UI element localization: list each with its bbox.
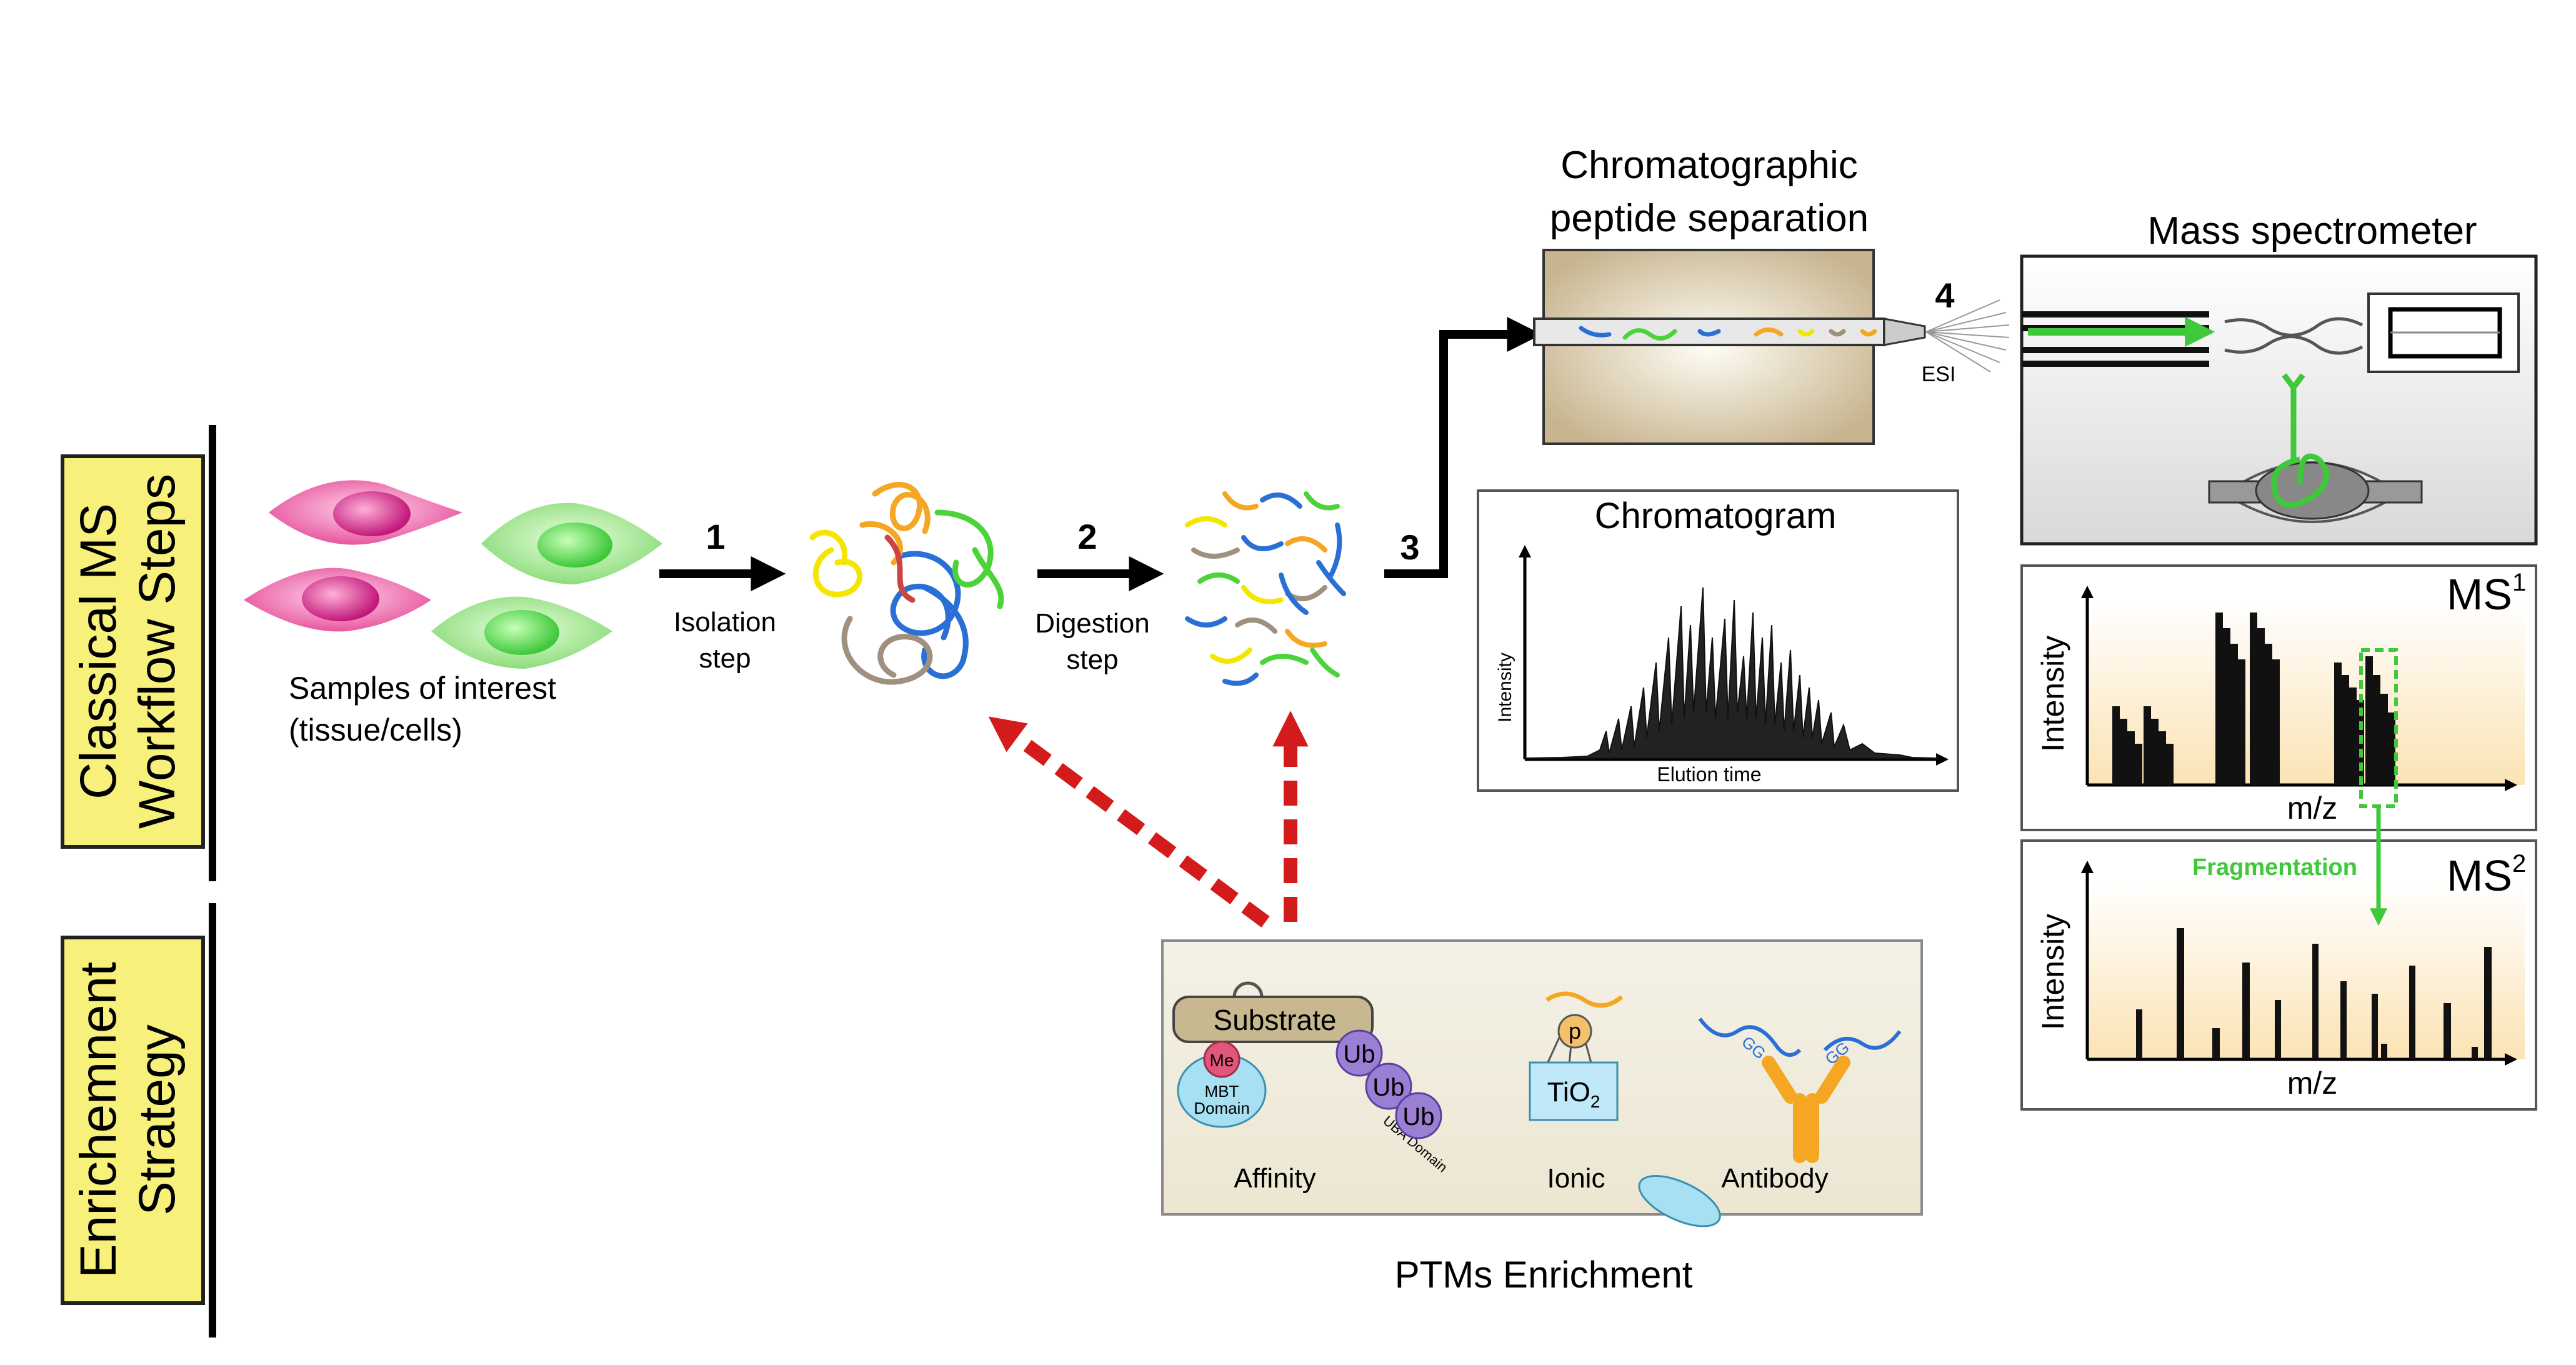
workflow-label-line2: Workflow Steps xyxy=(129,474,186,829)
enrichment-side-label: Enrichemnent Strategy xyxy=(61,903,216,1338)
tio2-main: TiO xyxy=(1547,1077,1590,1108)
antibody-label: Antibody xyxy=(1721,1163,1828,1194)
substrate-label: Substrate xyxy=(1214,1004,1337,1036)
step1-label-2: step xyxy=(699,643,751,674)
fragmentation-label: Fragmentation xyxy=(2192,854,2357,881)
ub-label-1: Ub xyxy=(1343,1041,1375,1068)
step2-arrow: 2 Digestion step xyxy=(1035,517,1164,675)
ms2-ylabel: Intensity xyxy=(2035,914,2070,1030)
step4-number: 4 xyxy=(1935,276,1954,315)
pink-cell-1 xyxy=(269,480,462,545)
ub-label-3: Ub xyxy=(1402,1103,1434,1131)
ms1-xlabel: m/z xyxy=(2287,791,2338,826)
workflow-side-label: Classical MS Workflow Steps xyxy=(61,425,216,881)
ptm-enrichment-title: PTMs Enrichment xyxy=(1395,1254,1693,1296)
green-cell-2 xyxy=(431,596,612,669)
step1-number: 1 xyxy=(706,517,725,556)
chromatogram-trace xyxy=(1524,587,1938,759)
mass-spectrometer: Mass spectrometer xyxy=(2020,209,2538,546)
tio2-sub: 2 xyxy=(1590,1092,1600,1111)
step2-label-1: Digestion xyxy=(1035,608,1149,639)
affinity-label: Affinity xyxy=(1234,1163,1315,1194)
phospho-label: p xyxy=(1569,1018,1581,1044)
mass-spec-title: Mass spectrometer xyxy=(2147,209,2477,252)
workflow-label-line1: Classical MS xyxy=(70,503,127,799)
ms2-label-main: MS xyxy=(2447,851,2512,900)
mbt-label-1: MBT xyxy=(1205,1082,1239,1101)
ms2-label: MS2 xyxy=(2447,850,2526,900)
step3-number: 3 xyxy=(1400,528,1419,567)
ms2-xlabel: m/z xyxy=(2287,1066,2338,1101)
step2-label-2: step xyxy=(1066,644,1118,675)
ionic-illustration: p TiO2 Ionic xyxy=(1529,991,1624,1194)
ptm-enrichment-panel: Substrate Me MBT Domain UBA Domain Ub Ub… xyxy=(1161,939,1923,1228)
step1-label-1: Isolation xyxy=(674,607,776,638)
chromatography-title-1: Chromatographic xyxy=(1560,144,1858,187)
samples-caption-1: Samples of interest xyxy=(289,671,556,706)
enrichment-arrows xyxy=(988,711,1309,928)
step3-arrow: 3 xyxy=(1384,317,1542,578)
mbt-label-2: Domain xyxy=(1194,1099,1250,1118)
cells-illustration: Samples of interest (tissue/cells) xyxy=(244,480,662,748)
ms1-label-sup: 1 xyxy=(2512,569,2526,596)
ms1-peaks xyxy=(2112,612,2395,785)
ms2-label-sup: 2 xyxy=(2512,850,2526,878)
protein-tangle xyxy=(809,482,1004,685)
step2-number: 2 xyxy=(1077,517,1097,556)
ms1-panel: MS1 Intensity m/z xyxy=(2020,564,2537,831)
ms1-ylabel: Intensity xyxy=(2035,636,2070,752)
affinity-illustration: Substrate Me MBT Domain UBA Domain Ub Ub… xyxy=(1172,981,1721,1228)
ms1-label-main: MS xyxy=(2447,570,2512,619)
tio2-label: TiO2 xyxy=(1547,1077,1600,1111)
esi-label: ESI xyxy=(1922,362,1956,386)
chromatogram-panel: Chromatogram Intensity Elution time xyxy=(1477,489,1959,792)
chromatography-column: Chromatographic peptide separation 4 ESI xyxy=(1533,144,2010,445)
me-label: Me xyxy=(1210,1051,1234,1070)
ms2-peaks xyxy=(2136,928,2492,1059)
green-cell-1 xyxy=(481,502,662,584)
enrichment-label-line1: Enrichemnent xyxy=(70,962,127,1278)
ms2-panel: MS2 Intensity m/z Fragmentation xyxy=(2020,806,2537,1111)
enrichment-label-line2: Strategy xyxy=(129,1024,186,1215)
chromatogram-title: Chromatogram xyxy=(1595,496,1837,536)
pink-cell-2 xyxy=(244,568,431,632)
ub-label-2: Ub xyxy=(1372,1074,1404,1101)
chromatogram-ylabel: Intensity xyxy=(1495,652,1515,722)
chromatogram-xlabel: Elution time xyxy=(1657,763,1761,786)
peptide-fragments xyxy=(1185,491,1346,686)
chromatography-title-2: peptide separation xyxy=(1550,197,1869,240)
ionic-label: Ionic xyxy=(1547,1163,1605,1194)
samples-caption-2: (tissue/cells) xyxy=(289,712,462,748)
ms1-label: MS1 xyxy=(2447,569,2526,619)
step1-arrow: 1 Isolation step xyxy=(659,517,786,674)
